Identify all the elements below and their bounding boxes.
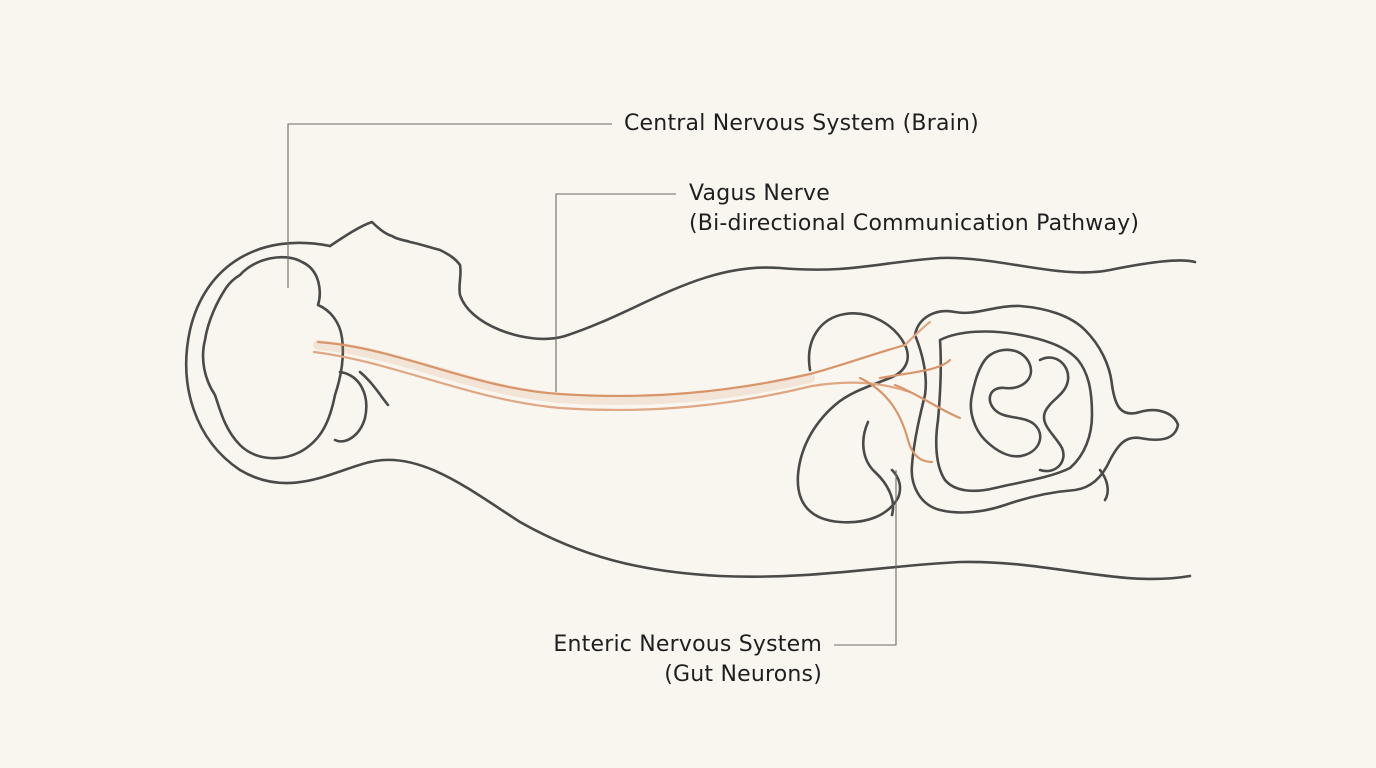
- enteric-label: Enteric Nervous System (Gut Neurons): [540, 630, 822, 690]
- vagus-label: Vagus Nerve (Bi-directional Communicatio…: [689, 179, 1139, 239]
- leader-lines: [287, 123, 897, 646]
- vagus-nerve-branch-1: [858, 376, 934, 464]
- back-outline: [563, 256, 1197, 338]
- vagus-label-line1: Vagus Nerve: [689, 181, 830, 206]
- head-back-outline: [185, 241, 372, 485]
- face-profile-outline: [328, 220, 567, 341]
- intestines: [910, 304, 1180, 514]
- vagus-nerve-upper-strand: [316, 340, 907, 398]
- colon-outline: [910, 304, 1180, 514]
- vagus-nerve-branch-3: [893, 383, 962, 420]
- enteric-label-line1: Enteric Nervous System: [553, 632, 822, 657]
- duodenum-outline: [861, 420, 895, 517]
- colon-inner-outline: [934, 330, 1094, 493]
- jaw-outline: [358, 370, 390, 407]
- stomach: [796, 312, 910, 524]
- rectum-outline: [1098, 468, 1110, 502]
- brain-leader-line: [287, 123, 612, 288]
- stomach-outline: [796, 312, 910, 524]
- vagus-label-line2: (Bi-directional Communication Pathway): [689, 211, 1140, 236]
- vagus-leader-line: [555, 193, 676, 392]
- brain-label: Central Nervous System (Brain): [624, 109, 979, 139]
- brain: [201, 255, 368, 460]
- cerebellum-outline: [333, 370, 368, 443]
- brain-label-line1: Central Nervous System (Brain): [624, 111, 979, 136]
- enteric-leader-line: [834, 470, 897, 646]
- vagus-nerve: [312, 320, 962, 464]
- front-outline: [368, 458, 1192, 581]
- brain-outline: [201, 255, 345, 460]
- body-outline: [185, 220, 1197, 581]
- vagus-nerve-branch-4: [903, 320, 932, 347]
- enteric-label-line2: (Gut Neurons): [664, 662, 822, 687]
- vagus-nerve-lower-strand: [312, 350, 912, 412]
- small-intestine-coils: [969, 348, 1070, 473]
- vagus-nerve-glow: [313, 340, 815, 405]
- vagus-nerve-branch-2: [878, 358, 952, 380]
